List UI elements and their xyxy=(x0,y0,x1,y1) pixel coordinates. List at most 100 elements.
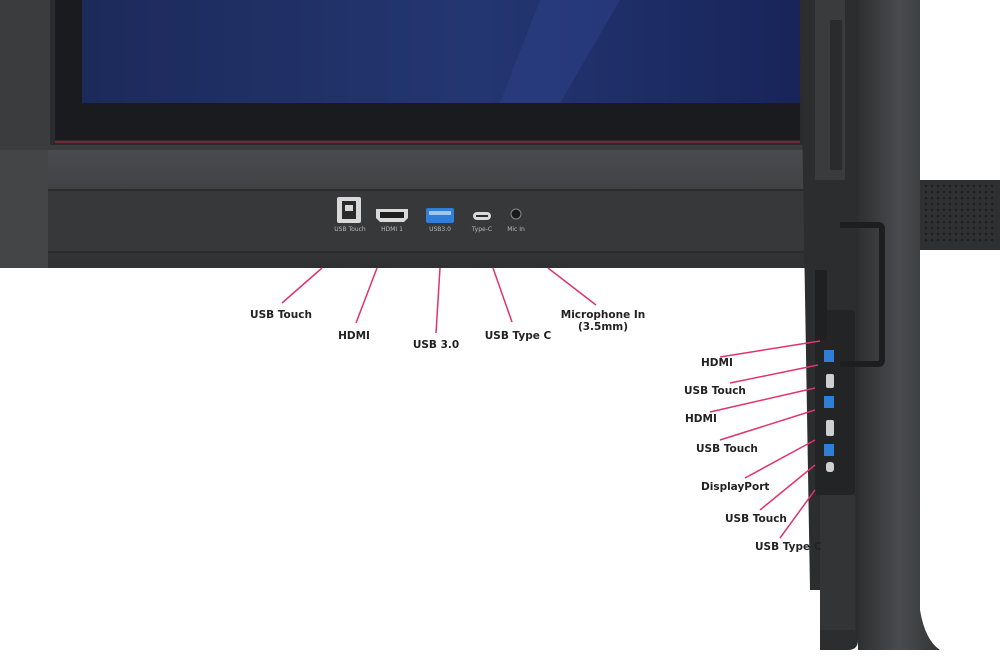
speaker-hole xyxy=(966,226,970,230)
port-strip xyxy=(21,189,813,253)
side-handle xyxy=(840,222,885,367)
callout-line-side-usb-touch-3 xyxy=(759,464,816,511)
speaker-hole xyxy=(978,202,982,206)
speaker-hole xyxy=(954,202,958,206)
speaker-hole xyxy=(942,226,946,230)
speaker-hole xyxy=(936,226,940,230)
speaker-hole xyxy=(936,238,940,242)
speaker-hole xyxy=(924,208,928,212)
speaker-hole xyxy=(972,208,976,212)
callout-side-usb-touch-3: USB Touch xyxy=(725,513,787,525)
speaker-hole xyxy=(966,232,970,236)
callout-line-hdmi xyxy=(355,267,378,324)
speaker-hole xyxy=(942,208,946,212)
speaker-hole xyxy=(990,220,994,224)
speaker-hole xyxy=(948,232,952,236)
speaker-hole xyxy=(942,238,946,242)
speaker-hole xyxy=(984,232,988,236)
side-display xyxy=(800,0,1000,650)
port-label-mic-in: Mic In xyxy=(507,226,525,233)
speaker-holes xyxy=(924,184,994,242)
callout-line-side-hdmi-1 xyxy=(719,340,821,358)
speaker-hole xyxy=(966,184,970,188)
callout-line-side-type-c xyxy=(779,489,816,539)
speaker-hole xyxy=(930,226,934,230)
speaker-hole xyxy=(960,184,964,188)
speaker-hole xyxy=(984,196,988,200)
callout-side-displayport: DisplayPort xyxy=(701,481,770,493)
usb3-port xyxy=(426,208,454,223)
speaker-hole xyxy=(948,202,952,206)
speaker-hole xyxy=(930,190,934,194)
side-slot xyxy=(815,270,827,340)
callout-side-hdmi-1: HDMI xyxy=(701,357,733,369)
speaker-hole xyxy=(954,238,958,242)
speaker-hole xyxy=(954,232,958,236)
speaker-hole xyxy=(942,190,946,194)
type-c-port xyxy=(473,212,491,220)
callout-usb3: USB 3.0 xyxy=(412,339,460,351)
speaker-hole xyxy=(942,202,946,206)
callout-usb-type-c: USB Type C xyxy=(484,330,552,342)
speaker-hole xyxy=(954,220,958,224)
callout-microphone-size: (3.5mm) xyxy=(577,321,629,333)
speaker-hole xyxy=(948,196,952,200)
speaker-hole xyxy=(990,190,994,194)
side-type-c xyxy=(826,462,834,472)
callout-lines xyxy=(281,267,821,539)
callout-side-usb-touch-1: USB Touch xyxy=(684,385,746,397)
speaker-hole xyxy=(972,226,976,230)
speaker-hole xyxy=(954,226,958,230)
speaker-hole xyxy=(954,184,958,188)
port-label-hdmi-1: HDMI 1 xyxy=(381,226,403,233)
callout-line-side-usb-touch-2 xyxy=(719,409,816,441)
callout-line-type-c xyxy=(492,267,513,323)
speaker-hole xyxy=(936,220,940,224)
speaker-hole xyxy=(972,238,976,242)
speaker-hole xyxy=(984,190,988,194)
callout-hdmi: HDMI xyxy=(338,330,370,342)
speaker-hole xyxy=(948,184,952,188)
speaker-hole xyxy=(954,190,958,194)
side-usb-touch-1 xyxy=(824,350,834,362)
side-ports xyxy=(824,350,834,472)
speaker-hole xyxy=(984,220,988,224)
speaker-hole xyxy=(972,202,976,206)
speaker-hole xyxy=(972,232,976,236)
speaker-hole xyxy=(930,238,934,242)
speaker-hole xyxy=(924,220,928,224)
speaker-hole xyxy=(960,202,964,206)
speaker-hole xyxy=(948,238,952,242)
speaker-hole xyxy=(990,214,994,218)
speaker-hole xyxy=(924,232,928,236)
speaker-hole xyxy=(948,214,952,218)
speaker-hole xyxy=(942,220,946,224)
speaker-hole xyxy=(942,232,946,236)
speaker-hole xyxy=(924,226,928,230)
speaker-hole xyxy=(930,184,934,188)
speaker-hole xyxy=(954,208,958,212)
speaker-hole xyxy=(936,190,940,194)
speaker-hole xyxy=(930,196,934,200)
side-hdmi-2 xyxy=(826,420,834,436)
speaker-hole xyxy=(930,208,934,212)
speaker-hole xyxy=(984,184,988,188)
mic-jack xyxy=(510,208,522,220)
speaker-hole xyxy=(942,196,946,200)
speaker-hole xyxy=(966,220,970,224)
side-main-profile xyxy=(858,0,940,650)
callout-line-side-usb-touch-1 xyxy=(729,364,819,384)
speaker-hole xyxy=(984,214,988,218)
front-ports xyxy=(337,197,522,223)
speaker-hole xyxy=(960,226,964,230)
hdmi-port xyxy=(376,209,408,222)
speaker-hole xyxy=(972,220,976,224)
speaker-hole xyxy=(984,226,988,230)
callout-line-side-displayport xyxy=(744,439,816,479)
speaker-hole xyxy=(990,202,994,206)
speaker-hole xyxy=(966,214,970,218)
side-usb-touch-3 xyxy=(824,444,834,456)
callout-side-hdmi-2: HDMI xyxy=(685,413,717,425)
speaker-hole xyxy=(990,208,994,212)
